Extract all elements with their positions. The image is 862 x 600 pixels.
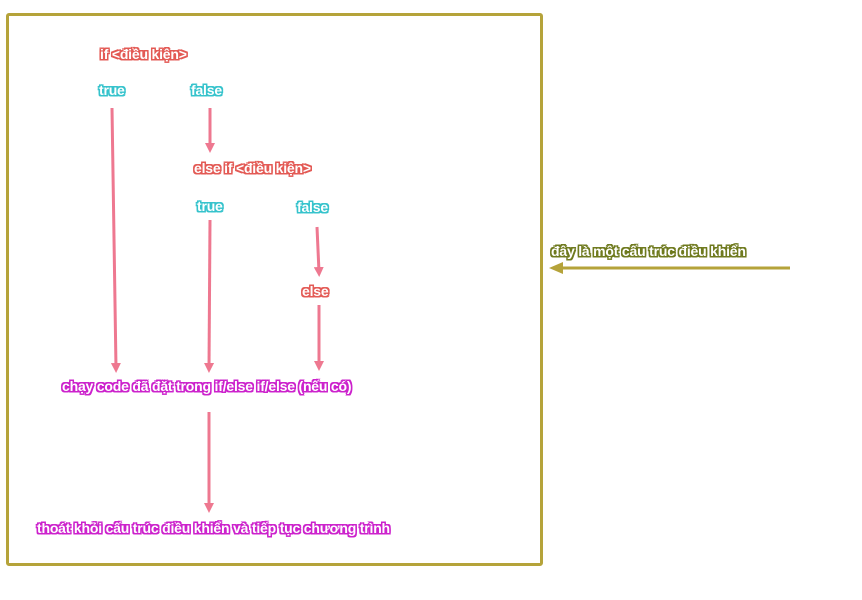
run-code-label: chạy code đã đặt trong if/else if/else (… <box>62 378 352 394</box>
exit-label: thoát khỏi cấu trúc điều khiển và tiếp t… <box>37 520 390 536</box>
control-structure-frame <box>6 13 543 566</box>
else-if-condition-label: else if <điều kiện> <box>194 160 311 176</box>
else-if-false-label: false <box>297 199 328 215</box>
else-if-true-label: true <box>197 198 223 214</box>
arrow-else-if-false-to-else <box>313 226 324 277</box>
annotation-label: đây là một cấu trúc điều khiển <box>551 243 746 259</box>
if-true-label: true <box>99 82 125 98</box>
else-label: else <box>302 283 329 299</box>
if-false-label: false <box>191 82 222 98</box>
arrow-if-true-to-run <box>110 107 121 373</box>
arrow-else-if-true-to-run <box>204 219 215 373</box>
if-condition-label: if <điều kiện> <box>100 46 187 62</box>
